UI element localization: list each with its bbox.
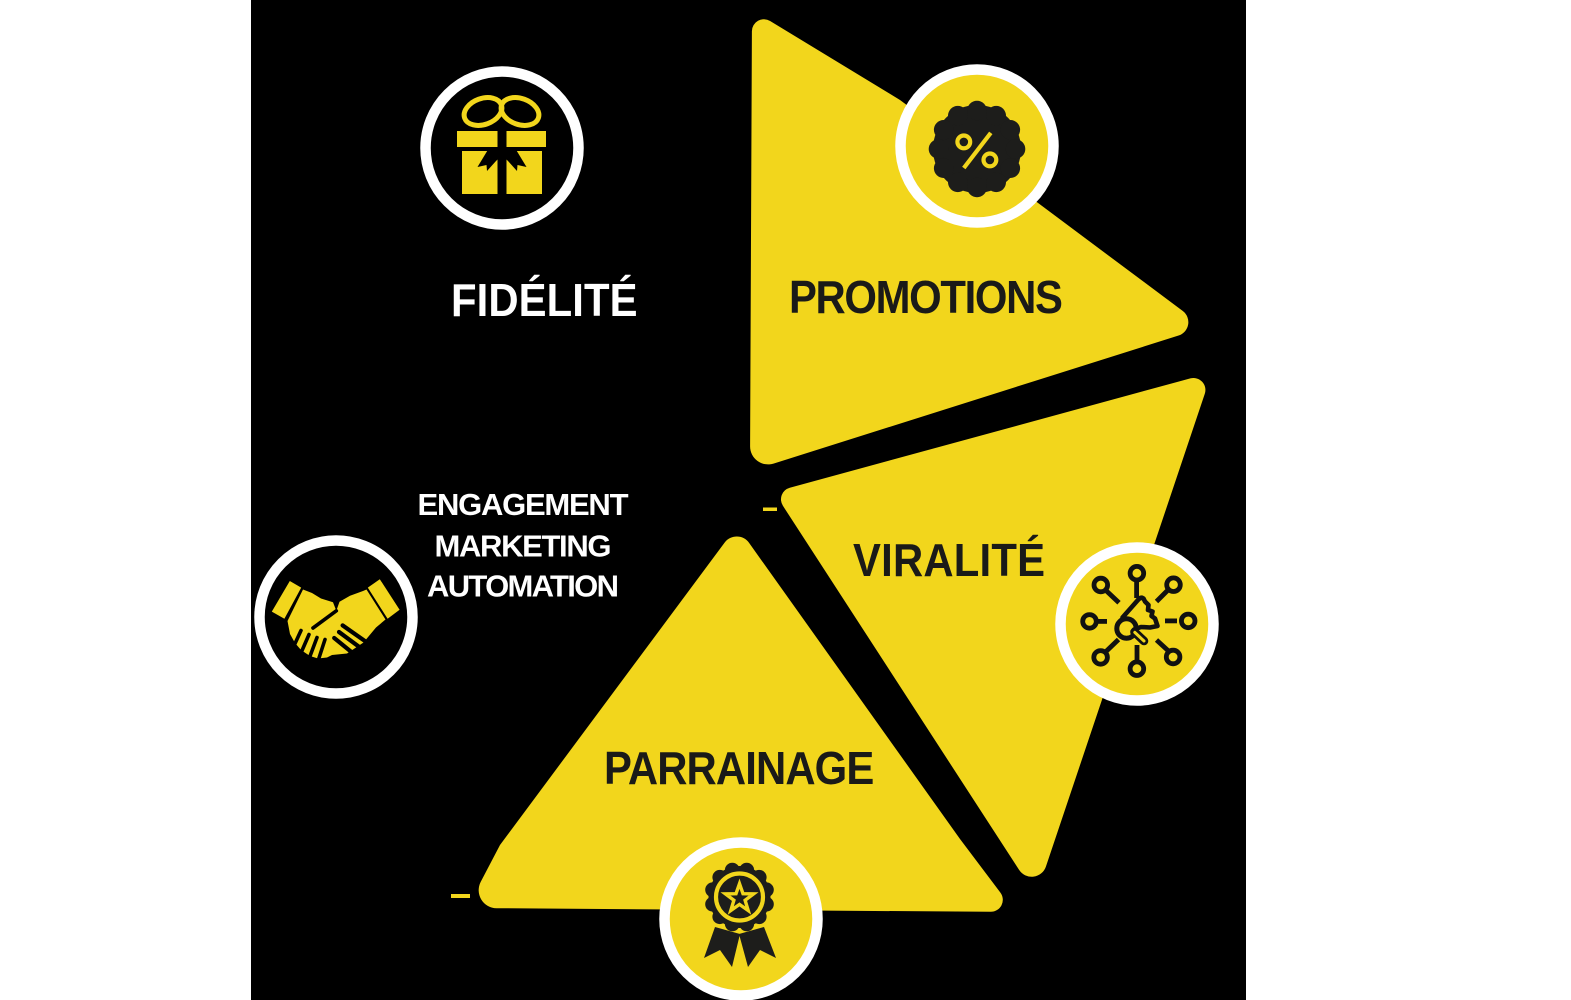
svg-text:PARRAINAGE: PARRAINAGE	[604, 743, 874, 794]
svg-text:ENGAGEMENT: ENGAGEMENT	[418, 487, 629, 522]
svg-text:MARKETING: MARKETING	[435, 529, 612, 564]
svg-text:AUTOMATION: AUTOMATION	[427, 569, 619, 604]
svg-text:PROMOTIONS: PROMOTIONS	[789, 272, 1063, 323]
svg-text:VIRALITÉ: VIRALITÉ	[853, 534, 1045, 586]
svg-text:FIDÉLITÉ: FIDÉLITÉ	[451, 274, 638, 326]
